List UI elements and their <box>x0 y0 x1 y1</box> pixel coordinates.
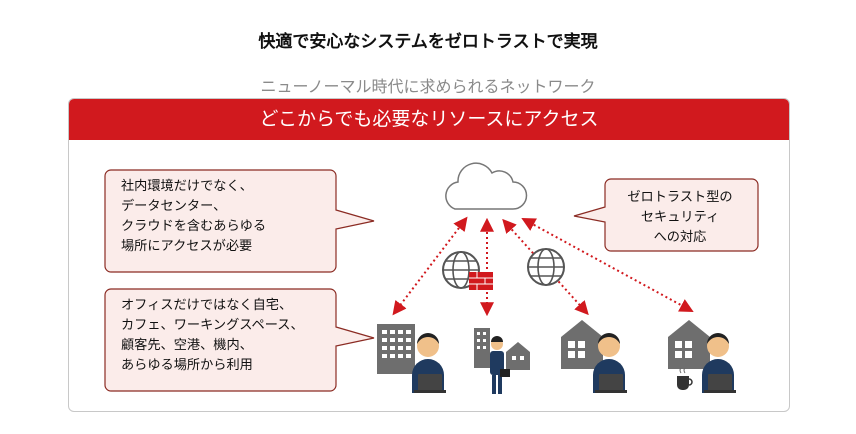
globe-icon <box>527 248 565 286</box>
office-building-icon <box>377 324 415 374</box>
laptop-icon <box>414 374 446 393</box>
firewall-icon <box>469 272 493 290</box>
callout-line: ゼロトラスト型の <box>627 190 733 205</box>
callout-line: オフィスだけではなく自宅、 <box>121 298 293 313</box>
house-icon <box>668 320 710 369</box>
callout-line: セキュリティ <box>640 210 720 225</box>
laptop-icon <box>595 374 627 393</box>
office-building-icon <box>474 328 490 368</box>
page-title: 快適で安心なシステムをゼロトラストで実現 <box>258 32 598 52</box>
arrow-cloud-cafe <box>521 217 694 313</box>
briefcase-icon <box>500 369 510 377</box>
callout-line: 社内環境だけでなく、 <box>121 179 253 194</box>
house-icon <box>506 342 530 370</box>
coffee-cup-icon <box>677 367 693 390</box>
callout-text-left-bottom: オフィスだけではなく自宅、 カフェ、ワーキングスペース、 顧客先、空港、機内、 … <box>121 296 304 376</box>
house-icon <box>561 320 603 369</box>
page-subtitle: ニューノーマル時代に求められるネットワーク <box>260 77 596 96</box>
callout-line: あらゆる場所から利用 <box>121 358 253 373</box>
callout-line: 顧客先、空港、機内、 <box>121 338 253 353</box>
callout-text-left-top: 社内環境だけでなく、 データセンター、 クラウドを含むあらゆる 場所にアクセスが… <box>121 177 266 257</box>
person-icon <box>490 336 504 394</box>
callout-bubble-left-top <box>104 169 375 273</box>
banner-heading: どこからでも必要なリソースにアクセス <box>69 99 789 140</box>
callout-line: 場所にアクセスが必要 <box>121 239 253 254</box>
laptop-icon <box>704 374 736 393</box>
callout-line: データセンター、 <box>121 199 227 214</box>
callout-line: カフェ、ワーキングスペース、 <box>121 318 304 333</box>
callout-line: への対応 <box>653 230 707 245</box>
callout-bubble-left-bottom <box>104 288 375 392</box>
callout-text-right: ゼロトラスト型の セキュリティ への対応 <box>605 188 755 248</box>
callout-line: クラウドを含むあらゆる <box>121 219 267 234</box>
arrow-cloud-office <box>392 216 468 316</box>
cloud-icon <box>445 162 528 210</box>
